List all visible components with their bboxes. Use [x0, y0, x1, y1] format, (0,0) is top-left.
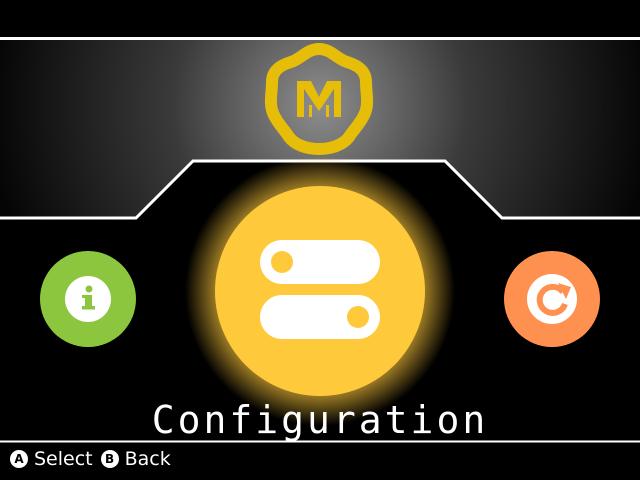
back-hint[interactable]: B Back	[100, 448, 171, 470]
reload-button[interactable]	[504, 251, 600, 347]
select-label: Select	[34, 448, 93, 470]
button-hints: A Select B Back	[10, 445, 171, 473]
b-button-icon: B	[100, 450, 119, 468]
header-band	[0, 39, 640, 218]
a-button-icon: A	[10, 450, 28, 468]
toggles-icon	[260, 240, 380, 339]
info-button[interactable]	[40, 251, 136, 347]
refresh-icon	[527, 274, 577, 324]
logo-icon	[264, 42, 374, 156]
info-icon	[65, 276, 111, 322]
selected-item-title: Configuration	[151, 398, 489, 442]
select-hint[interactable]: A Select	[10, 448, 93, 470]
configuration-button[interactable]	[185, 156, 455, 426]
back-label: Back	[124, 448, 171, 470]
